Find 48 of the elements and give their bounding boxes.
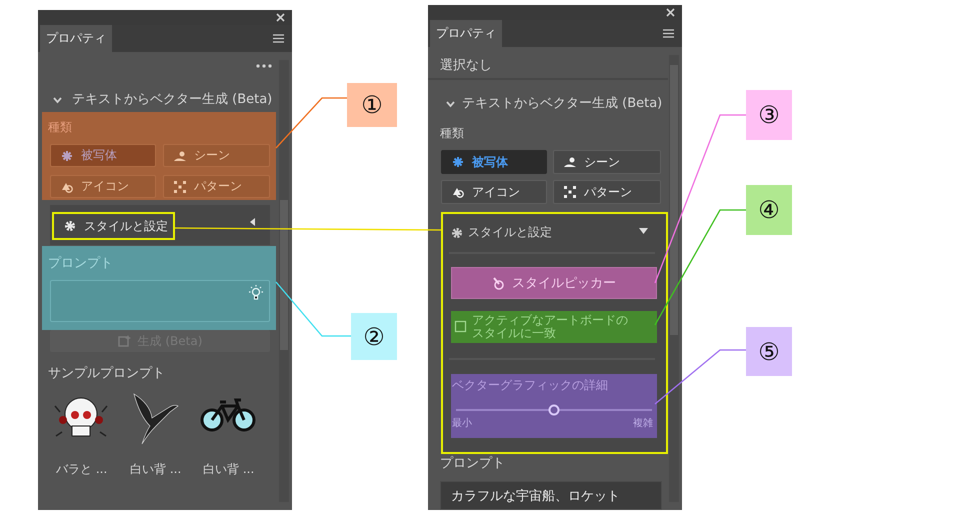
style-picker-button: スタイルピッカー xyxy=(451,267,657,299)
callout-number: ⑤ xyxy=(746,327,792,376)
type-button: アイコン xyxy=(50,175,156,198)
field-label: プロンプト xyxy=(440,456,505,472)
type-button: シーン xyxy=(163,144,270,167)
type-button: 被写体 xyxy=(50,144,156,167)
checkbox-label: アクティブなアートボードのスタイルに一致 xyxy=(472,314,629,340)
input-field: カラフルな宇宙船、ロケット xyxy=(440,481,662,510)
sample-caption: バラと ... xyxy=(56,462,108,476)
type-button: 被写体 xyxy=(441,150,547,174)
highlight-region xyxy=(451,311,657,343)
sample-caption: 白い背 ... xyxy=(203,462,254,476)
leader-line xyxy=(276,97,347,148)
sample-caption: 白い背 ... xyxy=(130,462,182,476)
section-heading: サンプルプロンプト xyxy=(48,366,165,382)
panel-tab: プロパティ xyxy=(40,25,112,52)
leader-line xyxy=(654,349,746,404)
leader-line xyxy=(654,209,746,326)
leader-line xyxy=(654,114,746,284)
highlight-region xyxy=(42,112,276,200)
properties-panel xyxy=(38,10,292,510)
slider-min-label: 最小 xyxy=(452,418,472,430)
leader-line xyxy=(276,282,351,337)
status-text: 選択なし xyxy=(440,58,492,74)
callout-number: ③ xyxy=(746,90,792,140)
properties-panel xyxy=(428,5,682,510)
section-title: スタイルと設定 xyxy=(468,225,552,240)
section-toggle: スタイルと設定 xyxy=(52,212,175,240)
section-heading: テキストからベクター生成 (Beta) xyxy=(462,96,662,112)
leader-line xyxy=(175,227,441,231)
input-field xyxy=(50,280,270,322)
group-label: 種類 xyxy=(48,120,72,134)
group-label: 種類 xyxy=(440,126,464,140)
highlight-region xyxy=(451,374,657,438)
callout-number: ④ xyxy=(746,185,792,235)
callout-number: ① xyxy=(347,83,397,127)
highlight-region xyxy=(42,246,276,330)
callout-number: ② xyxy=(351,313,397,360)
panel-tab: プロパティ xyxy=(430,20,502,47)
slider-label: ベクターグラフィックの詳細 xyxy=(452,378,608,392)
type-button: パターン xyxy=(553,180,661,204)
type-button: シーン xyxy=(553,150,661,174)
highlight-frame xyxy=(441,212,668,454)
slider-max-label: 複雑 xyxy=(633,418,653,430)
section-heading: テキストからベクター生成 (Beta) xyxy=(72,92,272,108)
type-button: アイコン xyxy=(441,180,547,204)
field-label: プロンプト xyxy=(48,256,113,272)
type-button: パターン xyxy=(163,175,270,198)
